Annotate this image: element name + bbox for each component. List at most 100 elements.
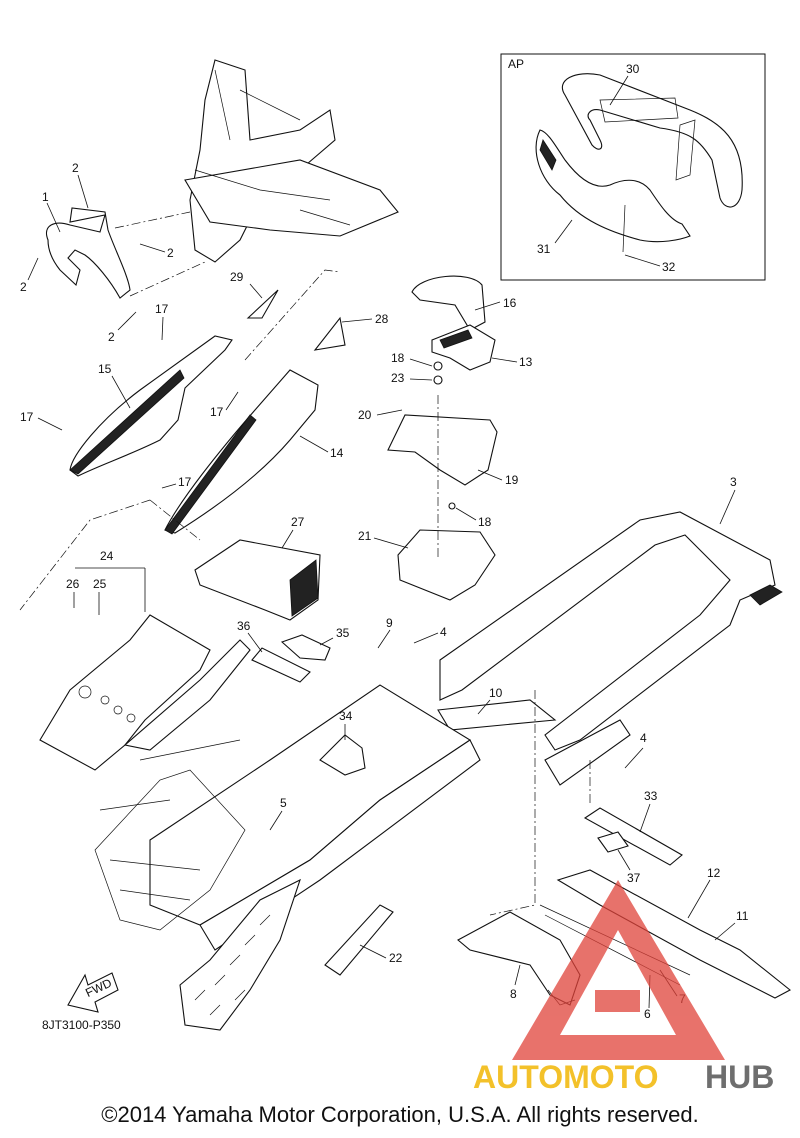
callout-20: 20 <box>358 408 372 422</box>
bumper-3-body <box>439 511 776 751</box>
callout-3: 3 <box>730 475 737 489</box>
frame-tubes <box>194 69 351 226</box>
callout-26: 26 <box>66 577 80 591</box>
callout-34: 34 <box>339 709 353 723</box>
flap-24-body <box>39 614 211 771</box>
side-panel-14-shade <box>164 414 257 535</box>
pad-35 <box>280 634 331 661</box>
flap-24-fin <box>123 639 251 751</box>
watermark-triangle-icon <box>512 880 725 1060</box>
decal-29 <box>246 289 279 319</box>
nut-23 <box>433 375 443 385</box>
side-panel-15 <box>69 335 233 477</box>
decal-33 <box>583 807 683 866</box>
cover-16 <box>411 275 486 331</box>
callout-10: 10 <box>489 686 503 700</box>
bumper-guide-lines <box>489 690 591 916</box>
callout-6: 6 <box>644 1007 651 1021</box>
seat-27 <box>194 539 321 621</box>
callout-33: 33 <box>644 789 658 803</box>
callout-35: 35 <box>336 626 350 640</box>
decal-28 <box>313 316 346 351</box>
callout-30: 30 <box>626 62 640 76</box>
callout-25: 25 <box>93 577 107 591</box>
callout-16: 16 <box>503 296 517 310</box>
callout-15: 15 <box>98 362 112 376</box>
bumper-3-tip <box>749 584 783 606</box>
collar-18-low <box>448 502 456 510</box>
diagram-code: 8JT3100-P350 <box>42 1018 121 1032</box>
decal-37 <box>597 831 629 853</box>
bumper-3-link <box>437 699 557 731</box>
callout-2-right: 2 <box>167 246 174 260</box>
rear-bumper-3 <box>437 511 783 786</box>
callout-27: 27 <box>291 515 305 529</box>
callout-18-top: 18 <box>391 351 405 365</box>
callout-2-top: 2 <box>72 161 79 175</box>
inset-ap: AP 30 31 32 <box>500 53 766 281</box>
running-board-holes <box>194 914 271 1016</box>
callout-19: 19 <box>505 473 519 487</box>
watermark-text-prefix: AUTOMOTO <box>473 1059 658 1095</box>
bracket-34 <box>319 734 366 776</box>
callout-21: 21 <box>358 529 372 543</box>
callout-17-top: 17 <box>155 302 169 316</box>
main-frame-top <box>184 59 399 263</box>
side-panel-14 <box>164 369 319 535</box>
collar-18 <box>433 361 443 371</box>
bracket-13-shade <box>439 329 473 349</box>
callout-31: 31 <box>537 242 551 256</box>
grab-bar-1 <box>46 207 131 299</box>
callout-2-left: 2 <box>20 280 27 294</box>
callout-37: 37 <box>627 871 641 885</box>
tail-cover-16 <box>411 275 486 331</box>
callout-13: 13 <box>519 355 533 369</box>
fwd-arrow-shape <box>67 972 119 1013</box>
gasket-21 <box>397 529 496 601</box>
callout-11: 11 <box>736 909 749 923</box>
callout-4-low: 4 <box>640 731 647 745</box>
callout-4-top: 4 <box>440 625 447 639</box>
grab-bar-ap-bracket-right <box>675 119 696 181</box>
bolt-ap-leader <box>622 204 626 253</box>
fwd-arrow: FWD <box>67 972 119 1013</box>
strip-22 <box>324 904 394 976</box>
seat-27-shade <box>289 559 319 617</box>
housing-19 <box>387 414 498 486</box>
chassis-tunnel <box>94 684 481 1031</box>
callout-17-low: 17 <box>178 475 192 489</box>
guard-ap-shade <box>539 139 557 171</box>
tunnel-top <box>149 684 472 926</box>
bracket-13-body <box>431 324 496 371</box>
callout-29: 29 <box>230 270 244 284</box>
grab-bar-ap-bracket-left <box>599 97 679 123</box>
bumper-3-lower-arm <box>544 719 631 786</box>
bracket-13 <box>431 324 496 371</box>
tunnel-rail-left <box>94 769 246 931</box>
watermark-text-suffix: HUB <box>705 1059 774 1095</box>
watermark-inner-mark <box>595 990 640 1012</box>
callout-12: 12 <box>707 866 721 880</box>
callout-22: 22 <box>389 951 403 965</box>
tunnel-crossmembers <box>99 739 241 901</box>
callout-24: 24 <box>100 549 114 563</box>
watermark-logo <box>512 880 725 1060</box>
frame-upper-deck <box>184 159 399 237</box>
flap-24 <box>39 614 211 771</box>
inset-label: AP <box>508 57 524 71</box>
copyright-notice: ©2014 Yamaha Motor Corporation, U.S.A. A… <box>101 1102 699 1127</box>
callout-2-bottom: 2 <box>108 330 115 344</box>
plate-36 <box>251 647 311 683</box>
callout-1: 1 <box>42 190 49 204</box>
panel-guide-lines <box>19 269 341 611</box>
callout-17-mid: 17 <box>210 405 224 419</box>
callout-5: 5 <box>280 796 287 810</box>
callout-18-low: 18 <box>478 515 492 529</box>
callout-23: 23 <box>391 371 405 385</box>
side-panel-15-shade <box>69 369 185 475</box>
callout-14: 14 <box>330 446 344 460</box>
callout-36: 36 <box>237 619 251 633</box>
tail-housing-19 <box>387 414 498 486</box>
guard-ap <box>535 129 691 243</box>
